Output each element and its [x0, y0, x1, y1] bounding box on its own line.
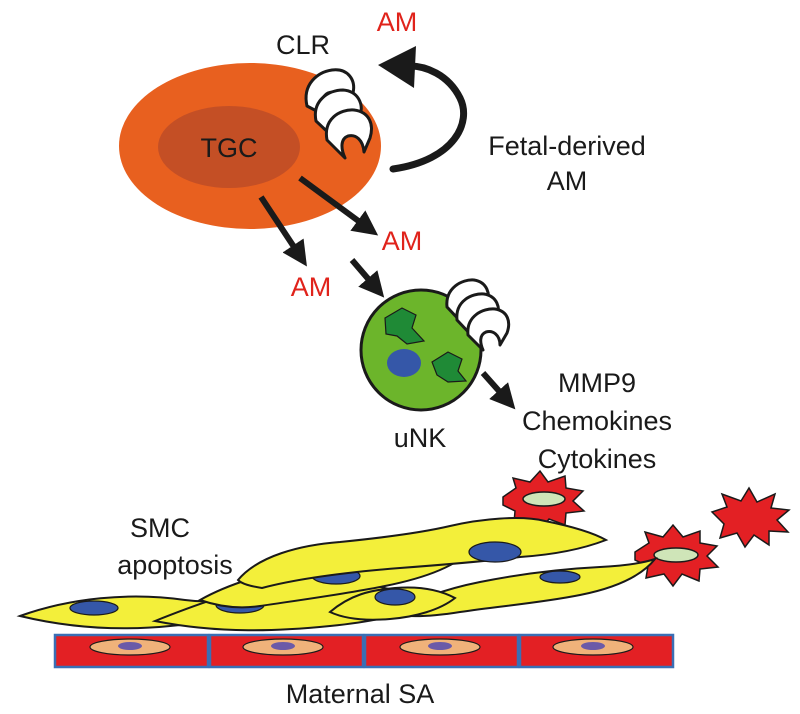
fetal-derived-label-line1: Fetal-derived [488, 131, 646, 161]
smc-cell-5 [389, 556, 658, 618]
unk-nucleus [387, 349, 421, 377]
endothelial-cell-2 [208, 633, 365, 669]
tgc-label: TGC [201, 133, 258, 163]
unk-granule-1 [384, 307, 426, 345]
arrow-tgc-to-am-mid [298, 175, 379, 236]
apoptotic-cell-3 [710, 486, 791, 549]
arrow-tgc-to-am-left [258, 195, 307, 267]
am-left-label: AM [291, 272, 332, 302]
fetal-derived-label-line2: AM [547, 166, 588, 196]
smc-label-line2: apoptosis [117, 550, 233, 580]
clr-label: CLR [276, 30, 330, 60]
arrow-am-to-unk [349, 258, 385, 298]
smc-cell-6 [328, 586, 457, 621]
unk-granule-2 [431, 351, 468, 383]
products-chemokines: Chemokines [522, 406, 672, 436]
products-cytokines: Cytokines [538, 444, 657, 474]
arrow-unk-to-products [480, 371, 516, 410]
endothelial-cell-4 [518, 633, 675, 669]
unk-clr-receptor-icon [445, 278, 511, 352]
endothelial-cell-3 [363, 633, 520, 669]
tgc-nucleus [158, 106, 300, 188]
smc-cell-4 [236, 517, 609, 590]
maternal-sa-label: Maternal SA [286, 679, 435, 709]
autocrine-arrow [389, 62, 468, 173]
autocrine-arrowhead [378, 46, 416, 88]
products-mmp9: MMP9 [558, 368, 636, 398]
clr-receptor-icon [304, 68, 373, 160]
smc-label-line1: SMC [130, 513, 190, 543]
endothelial-cell-1 [53, 633, 210, 669]
endothelium-layer [53, 633, 675, 669]
apoptotic-cell-2 [634, 523, 720, 588]
am-top-label: AM [377, 7, 418, 37]
smc-layer [16, 517, 658, 632]
unk-cell [359, 288, 483, 412]
apoptotic-cell-1 [502, 469, 586, 532]
am-mid-label: AM [382, 226, 423, 256]
unk-label: uNK [394, 423, 447, 453]
